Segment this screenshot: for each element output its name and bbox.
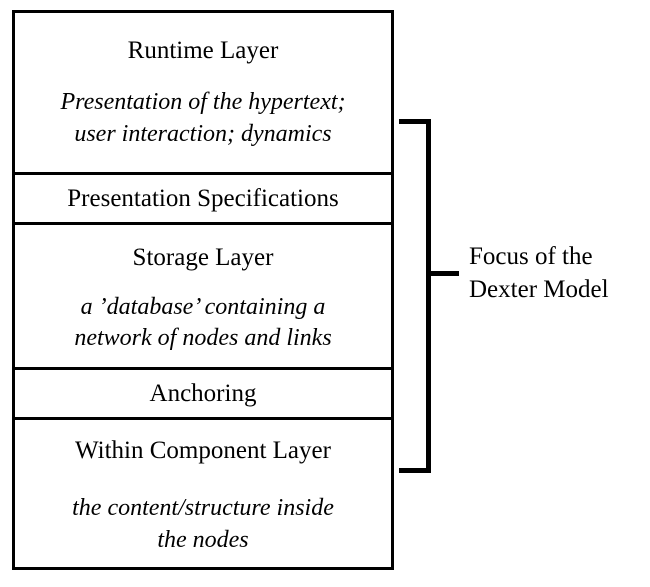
bracket-spine — [426, 119, 431, 473]
layer-title-runtime-layer: Runtime Layer — [127, 37, 279, 65]
layer-description-runtime-layer: Presentation of the hypertext; user inte… — [60, 89, 346, 147]
layer-box-presentation-specifications: Presentation Specifications — [15, 172, 391, 222]
layer-stack: Runtime Layer Presentation of the hypert… — [12, 10, 394, 570]
focus-bracket — [399, 119, 431, 473]
layer-title-presentation-specifications: Presentation Specifications — [67, 184, 339, 212]
bracket-center-tick — [428, 271, 459, 276]
layer-box-anchoring: Anchoring — [15, 367, 391, 417]
layer-box-within-component-layer: Within Component Layer the content/struc… — [15, 417, 391, 567]
bracket-bottom-arm — [399, 468, 431, 473]
layer-description-within-component-layer: the content/structure inside the nodes — [72, 495, 334, 553]
layer-box-storage-layer: Storage Layer a ’database’ containing a … — [15, 222, 391, 367]
bracket-top-arm — [399, 119, 431, 124]
layer-title-within-component-layer: Within Component Layer — [75, 437, 331, 465]
layer-title-anchoring: Anchoring — [149, 379, 257, 407]
focus-annotation-label: Focus of the Dexter Model — [469, 243, 609, 303]
layer-title-storage-layer: Storage Layer — [132, 243, 274, 271]
layer-description-storage-layer: a ’database’ containing a network of nod… — [74, 293, 332, 351]
layer-box-runtime-layer: Runtime Layer Presentation of the hypert… — [15, 13, 391, 172]
